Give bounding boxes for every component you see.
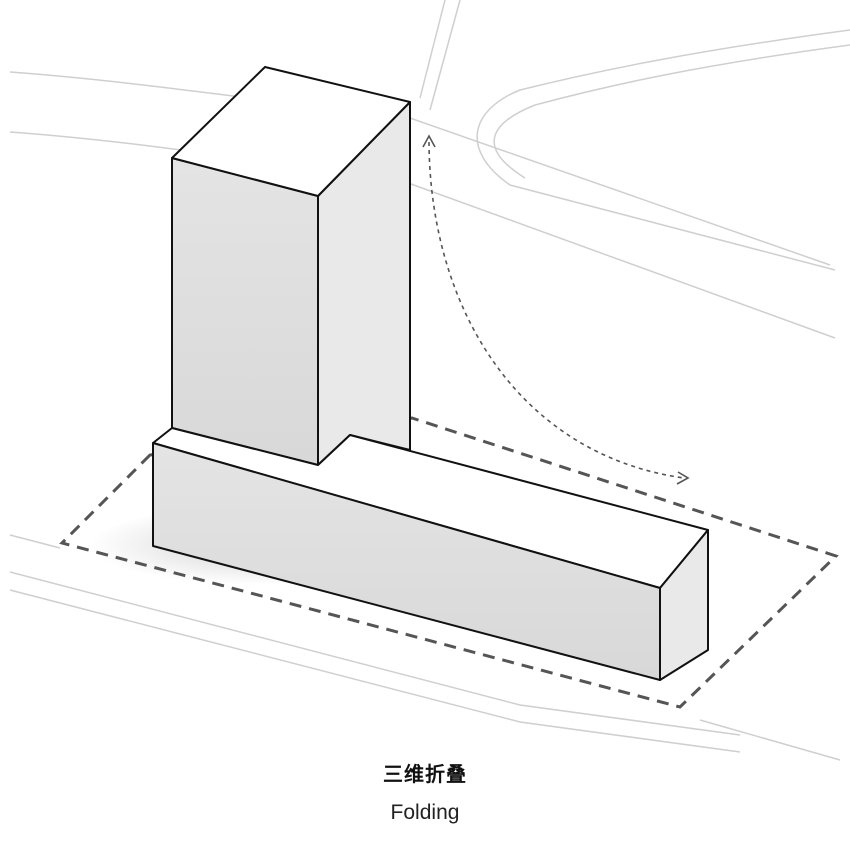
fold-arrow-dotted <box>428 141 685 479</box>
road-lines <box>9 0 850 761</box>
caption-title-chinese: 三维折叠 <box>383 762 467 786</box>
arrowhead-up-icon <box>422 134 436 148</box>
caption-title-english: Folding <box>390 801 460 824</box>
arrowhead-right-icon <box>676 471 690 485</box>
tower-block <box>171 66 411 466</box>
bar-block <box>152 427 709 681</box>
